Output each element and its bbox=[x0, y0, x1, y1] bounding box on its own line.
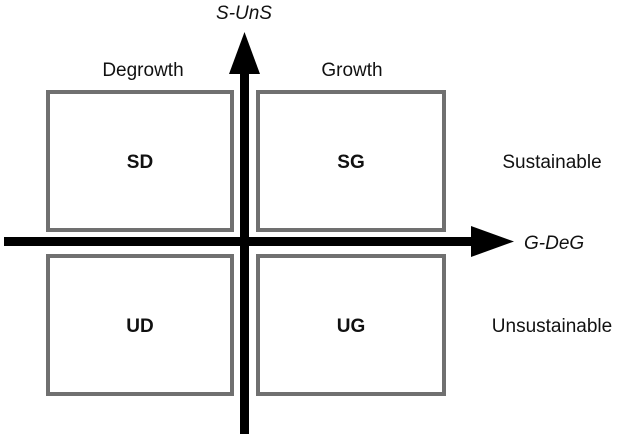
row-label-sustainable: Sustainable bbox=[502, 152, 601, 173]
column-header-growth: Growth bbox=[321, 60, 382, 81]
horizontal-axis-label: G-DeG bbox=[524, 233, 584, 254]
quadrant-code-ug: UG bbox=[337, 316, 366, 337]
quadrant-box-top-right bbox=[256, 90, 446, 232]
quadrant-code-ud: UD bbox=[126, 316, 153, 337]
quadrant-box-bottom-left bbox=[46, 254, 234, 396]
quadrant-code-sd: SD bbox=[127, 152, 153, 173]
vertical-axis-label: S-UnS bbox=[216, 3, 272, 24]
row-label-unsustainable: Unsustainable bbox=[492, 316, 612, 337]
vertical-axis-arrowhead bbox=[229, 32, 260, 74]
quadrant-box-bottom-right bbox=[256, 254, 446, 396]
column-header-degrowth: Degrowth bbox=[102, 60, 183, 81]
horizontal-axis-arrowhead bbox=[471, 226, 514, 257]
quadrant-box-top-left bbox=[46, 90, 234, 232]
vertical-axis-line bbox=[240, 72, 249, 434]
horizontal-axis-line bbox=[4, 237, 474, 246]
quadrant-code-sg: SG bbox=[337, 152, 364, 173]
